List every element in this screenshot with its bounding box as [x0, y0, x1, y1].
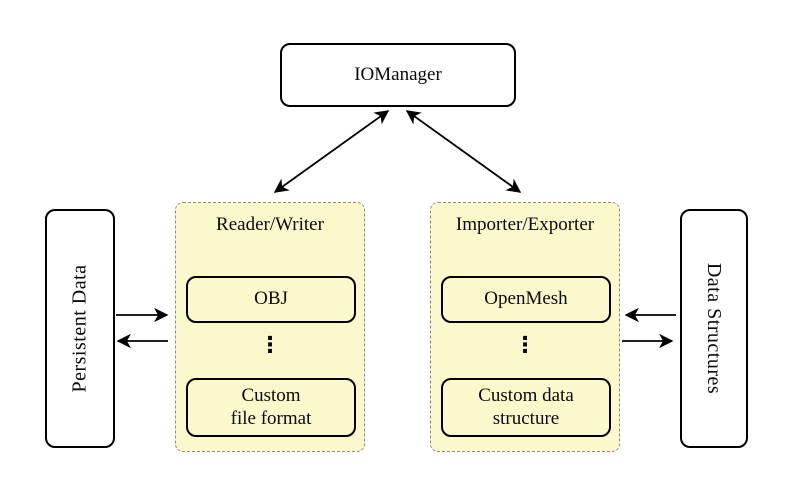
- ellipsis-icon: ⋮: [259, 333, 281, 358]
- node-persistent-data-label: Persistent Data: [68, 264, 91, 393]
- item-obj: OBJ: [186, 276, 356, 323]
- group-importer-exporter: Importer/Exporter OpenMesh ⋮ Custom data…: [430, 202, 620, 452]
- item-openmesh: OpenMesh: [441, 276, 611, 323]
- arrow-iomanager-importerexporter: [405, 110, 522, 193]
- group-reader-writer: Reader/Writer OBJ ⋮ Custom file format: [175, 202, 365, 452]
- item-openmesh-label: OpenMesh: [484, 288, 568, 310]
- group-reader-writer-title: Reader/Writer: [216, 214, 324, 235]
- arrow-iomanager-readerwriter: [273, 110, 390, 193]
- node-iomanager: IOManager: [280, 43, 516, 107]
- node-persistent-data: Persistent Data: [45, 209, 115, 448]
- ellipsis-icon: ⋮: [514, 333, 536, 358]
- item-custom-file-format: Custom file format: [186, 378, 356, 437]
- group-importer-exporter-title: Importer/Exporter: [455, 214, 595, 235]
- item-custom-data-structure: Custom data structure: [441, 378, 611, 437]
- node-data-structures-label: Data Structures: [703, 262, 726, 395]
- node-iomanager-label: IOManager: [354, 64, 442, 85]
- item-custom-data-structure-label: Custom data structure: [478, 384, 574, 429]
- item-obj-label: OBJ: [254, 288, 288, 310]
- node-data-structures: Data Structures: [680, 209, 748, 448]
- item-custom-file-format-label: Custom file format: [230, 384, 312, 429]
